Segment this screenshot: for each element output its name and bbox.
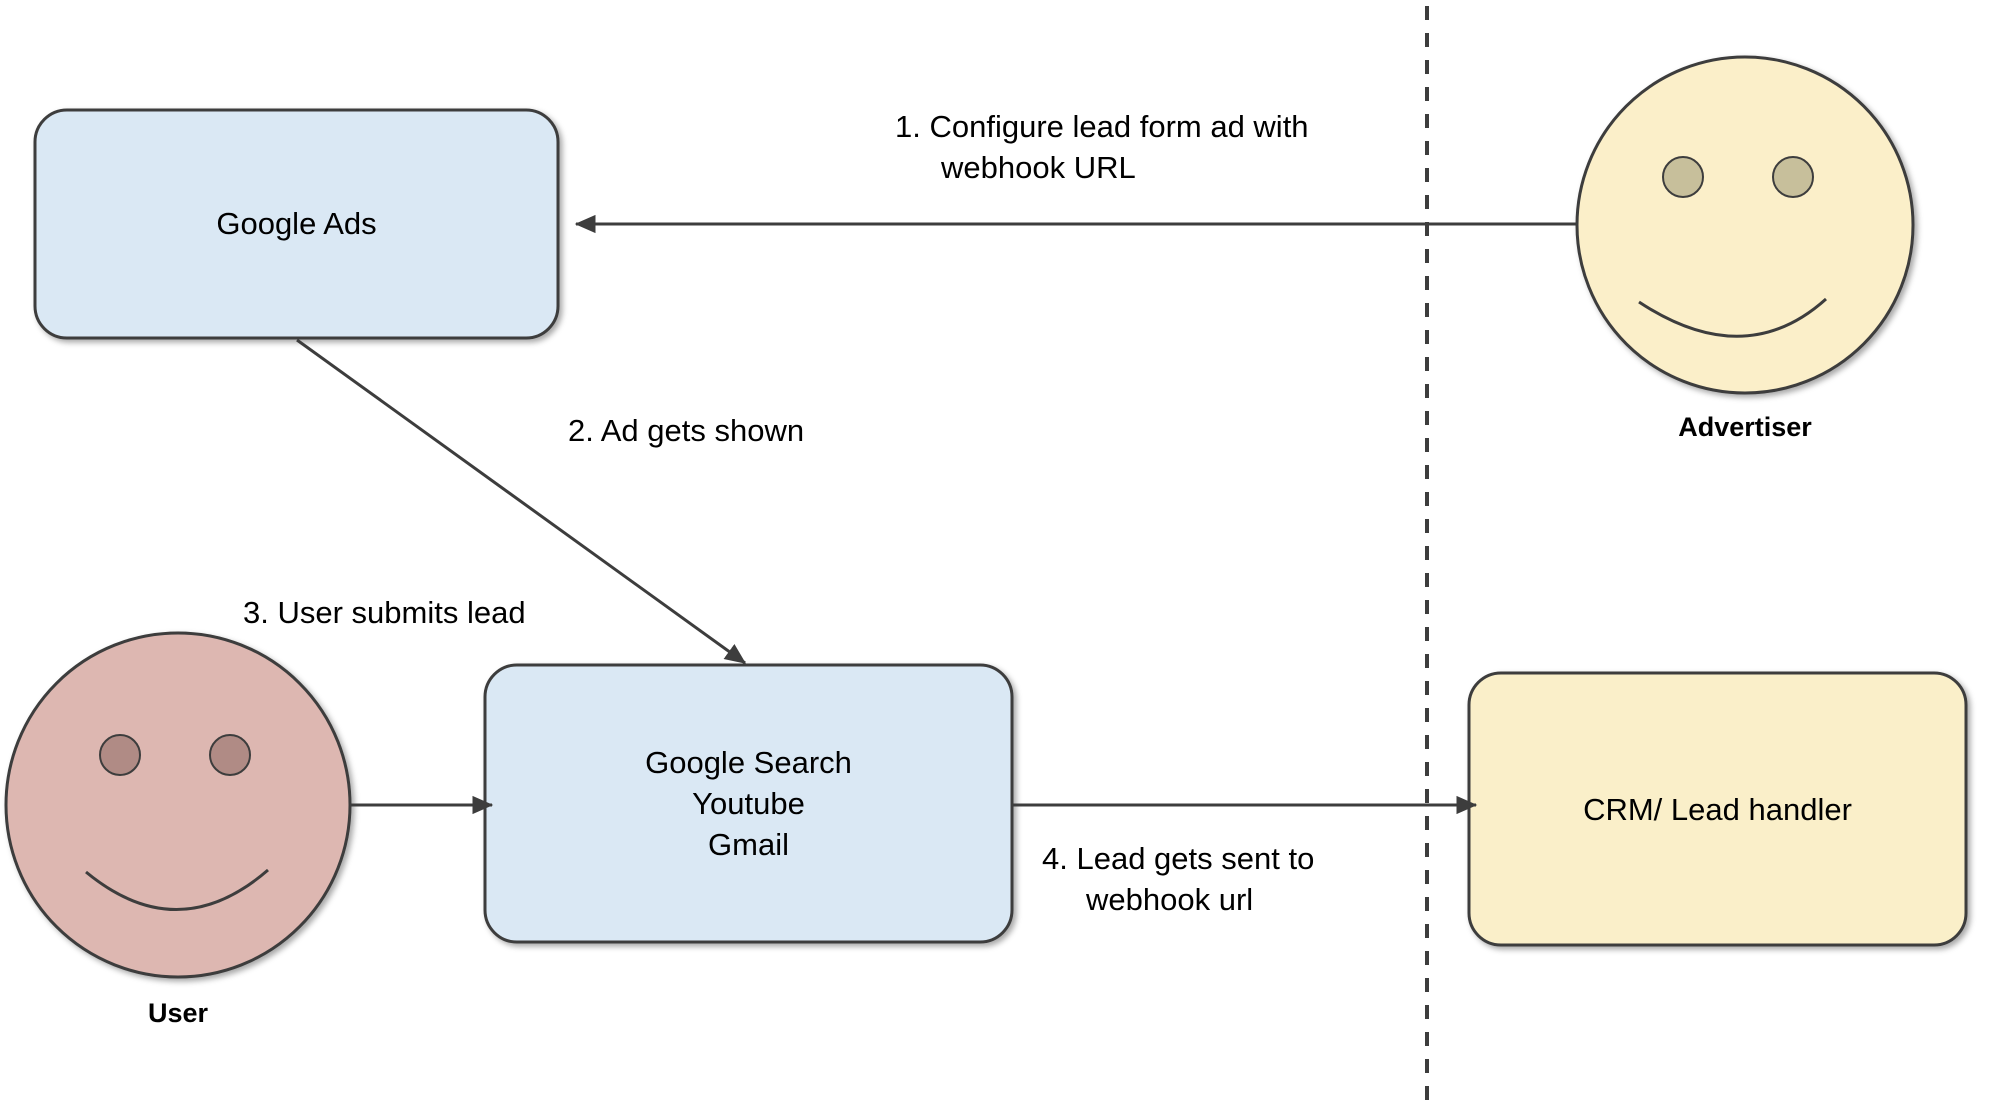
advertiser-smile-icon xyxy=(1638,297,1828,338)
edge-4-label: 4. Lead gets sent to webhook url xyxy=(1042,841,1315,917)
edge-1-label: 1. Configure lead form ad with webhook U… xyxy=(895,109,1309,185)
edge-google-ads-to-google-surfaces-line[interactable] xyxy=(296,338,747,665)
user-smiley-icon[interactable] xyxy=(4,631,352,979)
user-actor-label: User xyxy=(147,998,209,1028)
google-ads-box-shape[interactable] xyxy=(33,108,560,340)
advertiser-actor-label: Advertiser xyxy=(1678,412,1812,442)
crm-lead-handler-box-shape[interactable] xyxy=(1467,671,1968,947)
user-left-eye-icon xyxy=(99,734,141,776)
advertiser-right-eye-icon xyxy=(1772,156,1814,198)
edge-3-label: 3. User submits lead xyxy=(243,595,526,630)
advertiser-left-eye-icon xyxy=(1662,156,1704,198)
advertiser-smiley-icon[interactable] xyxy=(1575,55,1915,395)
edge-2-label: 2. Ad gets shown xyxy=(568,413,805,448)
user-smile-icon xyxy=(85,868,269,911)
user-right-eye-icon xyxy=(209,734,251,776)
google-surfaces-box-shape[interactable] xyxy=(483,663,1014,944)
